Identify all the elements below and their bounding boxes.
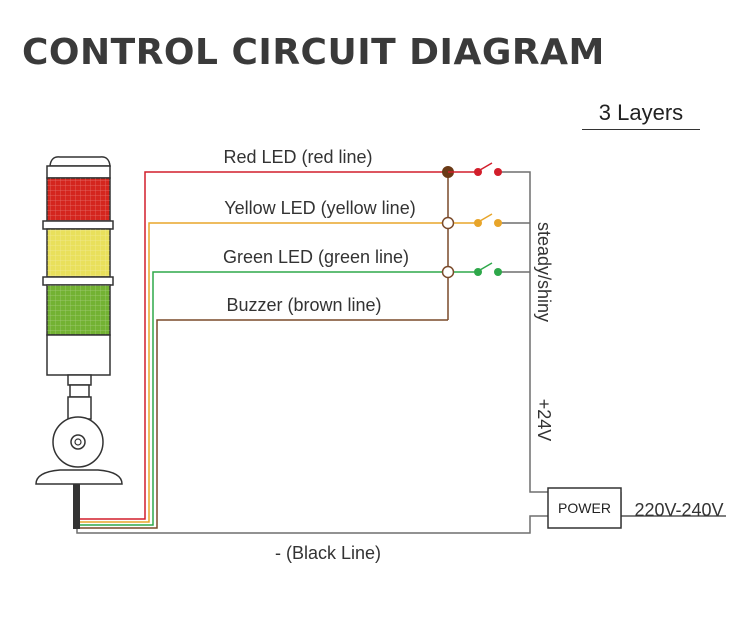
- tower-cable: [73, 484, 80, 529]
- green-wire-label: Green LED (green line): [223, 247, 409, 267]
- yellow-lamp-lens: [47, 229, 110, 277]
- signal-tower: [35, 156, 123, 529]
- red-switch-contact-b: [494, 168, 502, 176]
- green-switch-lever: [479, 262, 493, 271]
- tower-ring-top: [46, 165, 111, 179]
- tower-ring-2: [42, 276, 114, 286]
- bracket-screw-center: [74, 438, 82, 446]
- yellow-switch-lever: [479, 213, 493, 222]
- red-lamp-lens: [47, 178, 110, 221]
- red-wire: [80, 171, 448, 520]
- base-plate: [35, 469, 123, 485]
- plus24v-label: +24V: [534, 399, 554, 442]
- steady-shiny-label: steady/shiny: [534, 222, 554, 322]
- tower-ring-1: [42, 220, 114, 230]
- plus24v-wire: [500, 171, 548, 493]
- green-wire: [80, 271, 448, 526]
- power-box: [547, 487, 622, 529]
- red-wire-label: Red LED (red line): [223, 147, 372, 167]
- yellow-wire: [80, 222, 448, 523]
- yellow-junction: [441, 216, 455, 230]
- green-switch-contact-b: [494, 268, 502, 276]
- black-wire: [76, 515, 548, 534]
- power-label: POWER: [558, 500, 611, 516]
- layers-label: 3 Layers: [598, 100, 684, 125]
- diagram-title: CONTROL CIRCUIT DIAGRAM: [22, 32, 605, 73]
- tower-pole: [67, 396, 92, 420]
- tower-body: [46, 334, 111, 376]
- green-junction: [441, 265, 455, 279]
- buzzer-wire-label: Buzzer (brown line): [226, 295, 381, 315]
- tower-neck: [67, 374, 92, 386]
- input-voltage-label: 220V-240V: [634, 500, 723, 520]
- brown-wire: [80, 319, 448, 529]
- tower-cap: [49, 156, 111, 167]
- tower-neck-2: [69, 384, 90, 398]
- black-wire-label: - (Black Line): [275, 543, 381, 563]
- layers-underline: [582, 129, 700, 130]
- green-lamp-lens: [47, 285, 110, 335]
- switches: [441, 162, 502, 279]
- red-switch-lever: [479, 162, 493, 171]
- yellow-wire-label: Yellow LED (yellow line): [224, 198, 415, 218]
- wiring: [76, 171, 726, 534]
- yellow-switch-contact-b: [494, 219, 502, 227]
